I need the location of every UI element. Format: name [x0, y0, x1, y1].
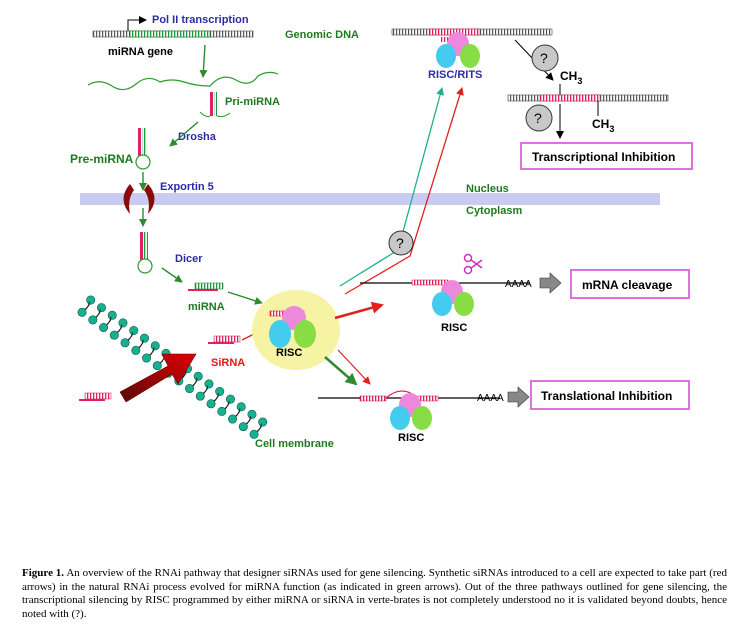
lipid-head [139, 333, 149, 343]
lipid-head [96, 303, 106, 313]
label-risc-cleave: RISC [441, 322, 467, 334]
pre-mirna-hairpin [135, 128, 151, 170]
label-ch3-b: CH3 [592, 117, 614, 134]
lipid-head [120, 338, 130, 348]
question-label-1: ? [396, 235, 404, 251]
exportin-5-icon [123, 184, 155, 214]
lipid-head [204, 379, 214, 389]
question-mark-icon-3 [525, 104, 553, 132]
lipid-head [88, 315, 98, 325]
lipid-head [215, 387, 225, 397]
gray-arrow-cleavage [539, 272, 562, 294]
polya-label-1: AAAA [505, 279, 532, 290]
lipid-head [225, 394, 235, 404]
box-transcriptional-label: Transcriptional Inhibition [532, 150, 675, 164]
lipid-head [77, 307, 87, 317]
label-genomic-dna: Genomic DNA [285, 29, 359, 41]
risc-cleavage-complex [432, 280, 474, 316]
arrow-red-to-translation [337, 349, 371, 385]
rits-dna [391, 28, 553, 36]
nuclear-membrane-bar [80, 193, 660, 205]
cytoplasm-pre-mirna [137, 232, 153, 274]
box-cleavage [570, 269, 690, 299]
label-risc-center: RISC [276, 347, 302, 359]
lipid-head [249, 429, 259, 439]
box-translational [530, 380, 690, 410]
mirna-gene-dna [92, 16, 254, 38]
rnai-pathway-diagram: Pol II transcription miRNA gene Genomic … [70, 14, 693, 450]
arrow-green-to-translation [324, 356, 358, 386]
exogenous-sirna [79, 392, 112, 401]
label-risc-trans: RISC [398, 432, 424, 444]
label-mirna: miRNA [188, 301, 225, 313]
lipid-head [107, 310, 117, 320]
label-exportin: Exportin 5 [160, 181, 214, 193]
label-nucleus: Nucleus [466, 183, 509, 195]
arrow-red-to-cleavage [334, 301, 384, 320]
figure-caption: Figure 1. An overview of the RNAi pathwa… [22, 567, 727, 621]
polya-label-2: AAAA [477, 393, 504, 404]
arrow-mirna-to-risc [227, 291, 263, 305]
lipid-head [206, 399, 216, 409]
scissors-icon [463, 253, 483, 275]
lipid-head [247, 409, 257, 419]
box-cleavage-label: mRNA cleavage [582, 278, 673, 292]
sirna-entry-arrow [119, 353, 197, 403]
lipid-head [236, 402, 246, 412]
label-pre-mirna: Pre-miRNA [70, 152, 134, 166]
label-drosha: Drosha [178, 131, 217, 143]
lipid-head [86, 295, 96, 305]
lipid-head [152, 361, 162, 371]
label-mirna-gene: miRNA gene [108, 46, 173, 58]
label-pol2: Pol II transcription [152, 14, 249, 26]
lipid-head [217, 406, 227, 416]
lipid-head [99, 323, 109, 333]
lipid-head [142, 353, 152, 363]
lipid-head [109, 330, 119, 340]
pri-mirna-strand [87, 71, 279, 91]
risc-translation-complex [390, 393, 432, 430]
arrow-dicer [161, 267, 183, 283]
question-mark-icon [388, 230, 414, 256]
question-mark-icon-2 [531, 44, 559, 72]
label-pri-mirna: Pri-miRNA [225, 96, 280, 108]
mirna-duplex [188, 282, 224, 291]
label-ch3-a: CH3 [560, 69, 582, 86]
label-sirna: SiRNA [211, 357, 245, 369]
lipid-head [131, 345, 141, 355]
pri-mirna-hairpin [199, 92, 231, 118]
risc-central-complex [269, 306, 316, 348]
box-transcriptional [520, 142, 693, 170]
arrow-red-to-rits [344, 87, 464, 295]
gray-arrow-translation [507, 386, 530, 408]
caption-text: An overview of the RNAi pathway that des… [22, 567, 727, 620]
lipid-head [238, 422, 248, 432]
caption-title: Figure 1. [22, 567, 65, 579]
lipid-head [150, 341, 160, 351]
lipid-head [185, 384, 195, 394]
arrow-pri-to-pre [169, 121, 199, 147]
label-cell-membrane: Cell membrane [255, 438, 334, 450]
lipid-head [228, 414, 238, 424]
label-cytoplasm: Cytoplasm [466, 205, 522, 217]
sirna-duplex [208, 335, 241, 344]
lipid-head [129, 326, 139, 336]
methylated-dna [507, 84, 669, 116]
lipid-head [258, 417, 268, 427]
lipid-head [118, 318, 128, 328]
question-label-3: ? [534, 110, 542, 126]
lipid-head [193, 371, 203, 381]
arrow-teal-to-rits [339, 87, 445, 287]
label-dicer: Dicer [175, 253, 203, 265]
arrow-gene-to-pri [199, 44, 208, 78]
label-risc-rits: RISC/RITS [428, 69, 482, 81]
risc-rits-complex [436, 32, 480, 68]
lipid-head [195, 391, 205, 401]
question-label-2: ? [540, 50, 548, 66]
box-translational-label: Translational Inhibition [541, 389, 672, 403]
